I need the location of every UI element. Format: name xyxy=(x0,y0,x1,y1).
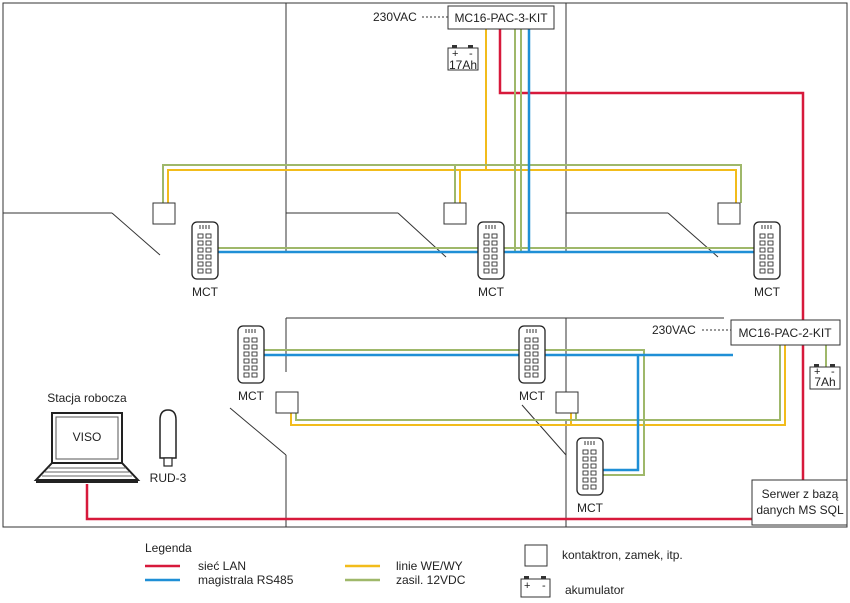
controller-top: 230VAC MC16-PAC-3-KIT + - 17Ah xyxy=(373,5,555,72)
keypad-reader-icon xyxy=(191,221,219,280)
keypad-reader-icon xyxy=(477,221,505,280)
legend: Legenda sieć LAN magistrala RS485 linie … xyxy=(145,541,683,598)
contact-box xyxy=(555,391,579,414)
contact-box xyxy=(443,202,467,225)
workstation-screen-label: VISO xyxy=(73,430,102,444)
server-label-line2: danych MS SQL xyxy=(756,503,844,517)
battery-top-minus: - xyxy=(469,48,473,60)
controller-right: 230VAC MC16-PAC-2-KIT + - 7Ah xyxy=(652,319,841,390)
svg-text:-: - xyxy=(542,580,546,592)
contact-box xyxy=(717,202,741,225)
floor-plan-walls xyxy=(2,2,848,528)
contact-box xyxy=(152,202,176,225)
workstation-title: Stacja robocza xyxy=(47,391,127,405)
mct-reader: MCT xyxy=(753,221,781,299)
battery-top-icon: + - 17Ah xyxy=(447,45,479,72)
legend-title: Legenda xyxy=(145,541,192,555)
mct-reader-label: MCT xyxy=(754,285,781,299)
mct-reader-label: MCT xyxy=(577,501,604,515)
mct-reader-label: MCT xyxy=(519,389,546,403)
mct-reader-label: MCT xyxy=(238,389,265,403)
lan-wires xyxy=(85,28,805,521)
battery-right-icon: + - 7Ah xyxy=(809,364,841,390)
mct-reader-label: MCT xyxy=(192,285,219,299)
battery-right-capacity: 7Ah xyxy=(814,375,835,389)
mct-reader: MCT xyxy=(237,325,265,403)
svg-text:+: + xyxy=(524,580,530,592)
mct-readers: MCT MCT MCT MCT MCT MCT xyxy=(191,221,781,515)
controller-top-box xyxy=(447,5,555,30)
contact-devices xyxy=(152,202,741,414)
legend-battery-label: akumulator xyxy=(565,583,624,597)
legend-power-label: zasil. 12VDC xyxy=(396,573,466,587)
controller-right-box xyxy=(730,319,841,346)
workstation: Stacja robocza VISO RUD-3 xyxy=(33,391,187,485)
legend-contact-swatch xyxy=(524,544,548,567)
battery-top-capacity: 17Ah xyxy=(449,58,477,72)
laptop-icon xyxy=(33,412,141,483)
legend-contact-label: kontaktron, zamek, itp. xyxy=(562,548,683,562)
keypad-reader-icon xyxy=(518,325,546,384)
controller-top-power-label: 230VAC xyxy=(373,10,417,24)
mct-reader: MCT xyxy=(477,221,505,299)
battery-right-plus: + xyxy=(814,366,820,378)
battery-right-minus: - xyxy=(831,366,835,378)
mct-reader: MCT xyxy=(576,437,604,515)
server-box xyxy=(751,479,848,526)
mct-reader: MCT xyxy=(191,221,219,299)
battery-top-plus: + xyxy=(452,48,458,60)
mct-reader: MCT xyxy=(518,325,546,403)
server: Serwer z bazą danych MS SQL xyxy=(751,479,848,526)
keypad-reader-icon xyxy=(576,437,604,496)
controller-top-label: MC16-PAC-3-KIT xyxy=(454,11,548,25)
usb-reader-label: RUD-3 xyxy=(150,471,187,485)
legend-rs485-label: magistrala RS485 xyxy=(198,573,294,587)
controller-right-power-label: 230VAC xyxy=(652,323,696,337)
lan-line-top-controller xyxy=(498,28,805,480)
legend-battery-swatch: + - xyxy=(520,576,551,598)
controller-right-label: MC16-PAC-2-KIT xyxy=(738,326,832,340)
legend-lan-label: sieć LAN xyxy=(198,559,246,573)
keypad-reader-icon xyxy=(237,325,265,384)
lan-line-workstation xyxy=(85,484,752,521)
legend-io-label: linie WE/WY xyxy=(396,559,463,573)
usb-reader-icon xyxy=(159,409,177,467)
server-label-line1: Serwer z bazą xyxy=(762,487,839,501)
mct-reader-label: MCT xyxy=(478,285,505,299)
contact-box xyxy=(275,391,299,414)
keypad-reader-icon xyxy=(753,221,781,280)
